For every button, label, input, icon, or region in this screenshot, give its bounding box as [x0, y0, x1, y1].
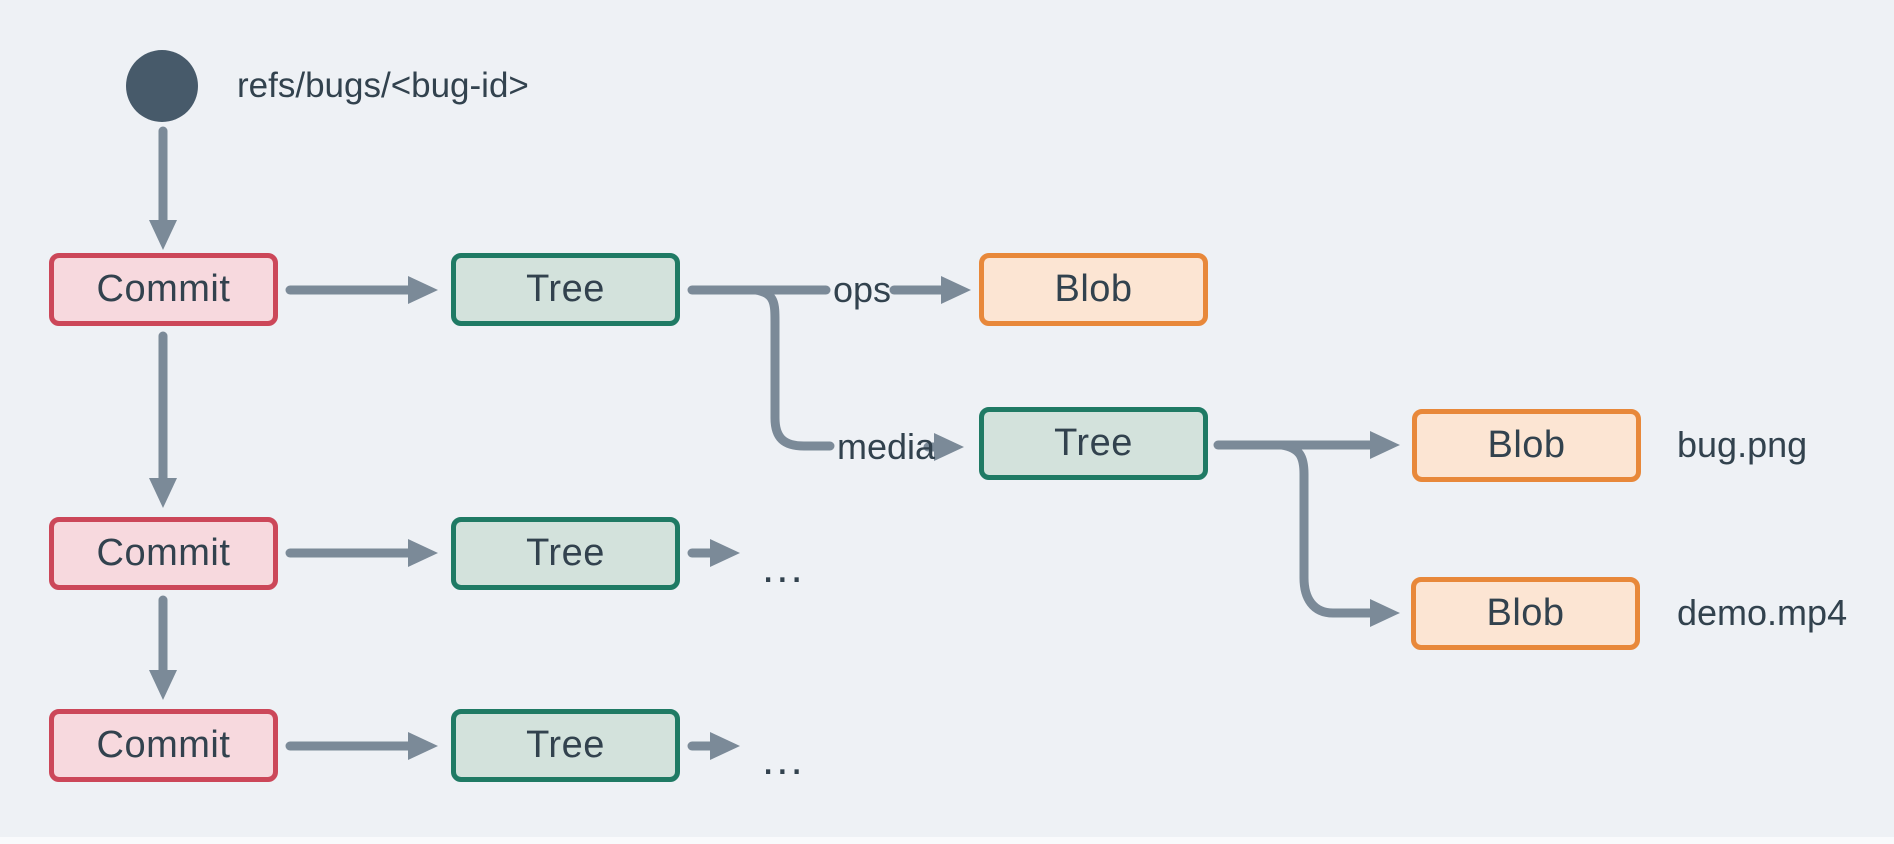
commit-node-3: Commit: [49, 709, 278, 782]
edge-label-media: media: [837, 426, 936, 468]
tree-node-media: Tree: [979, 407, 1208, 480]
edge-mediatree-to-blob-demo: [1277, 440, 1400, 627]
edge-label-ops: ops: [833, 269, 892, 311]
ref-label: refs/bugs/<bug-id>: [237, 66, 529, 106]
ref-head-circle-icon: [126, 50, 198, 122]
tree-node-root: Tree: [451, 253, 680, 326]
bottom-edge-strip: [0, 837, 1894, 844]
blob-node-demo-mp4: Blob: [1411, 577, 1640, 650]
ellipsis-row3: ...: [762, 735, 805, 784]
file-label-bug-png: bug.png: [1677, 424, 1808, 466]
file-label-demo-mp4: demo.mp4: [1677, 592, 1848, 634]
blob-node-ops: Blob: [979, 253, 1208, 326]
edge-tree-branch-to-media-label: [751, 285, 835, 451]
commit-node-2: Commit: [49, 517, 278, 590]
blob-node-bug-png: Blob: [1412, 409, 1641, 482]
ellipsis-row2: ...: [762, 543, 805, 592]
tree-node-row2: Tree: [451, 517, 680, 590]
tree-node-row3: Tree: [451, 709, 680, 782]
commit-node-1: Commit: [49, 253, 278, 326]
